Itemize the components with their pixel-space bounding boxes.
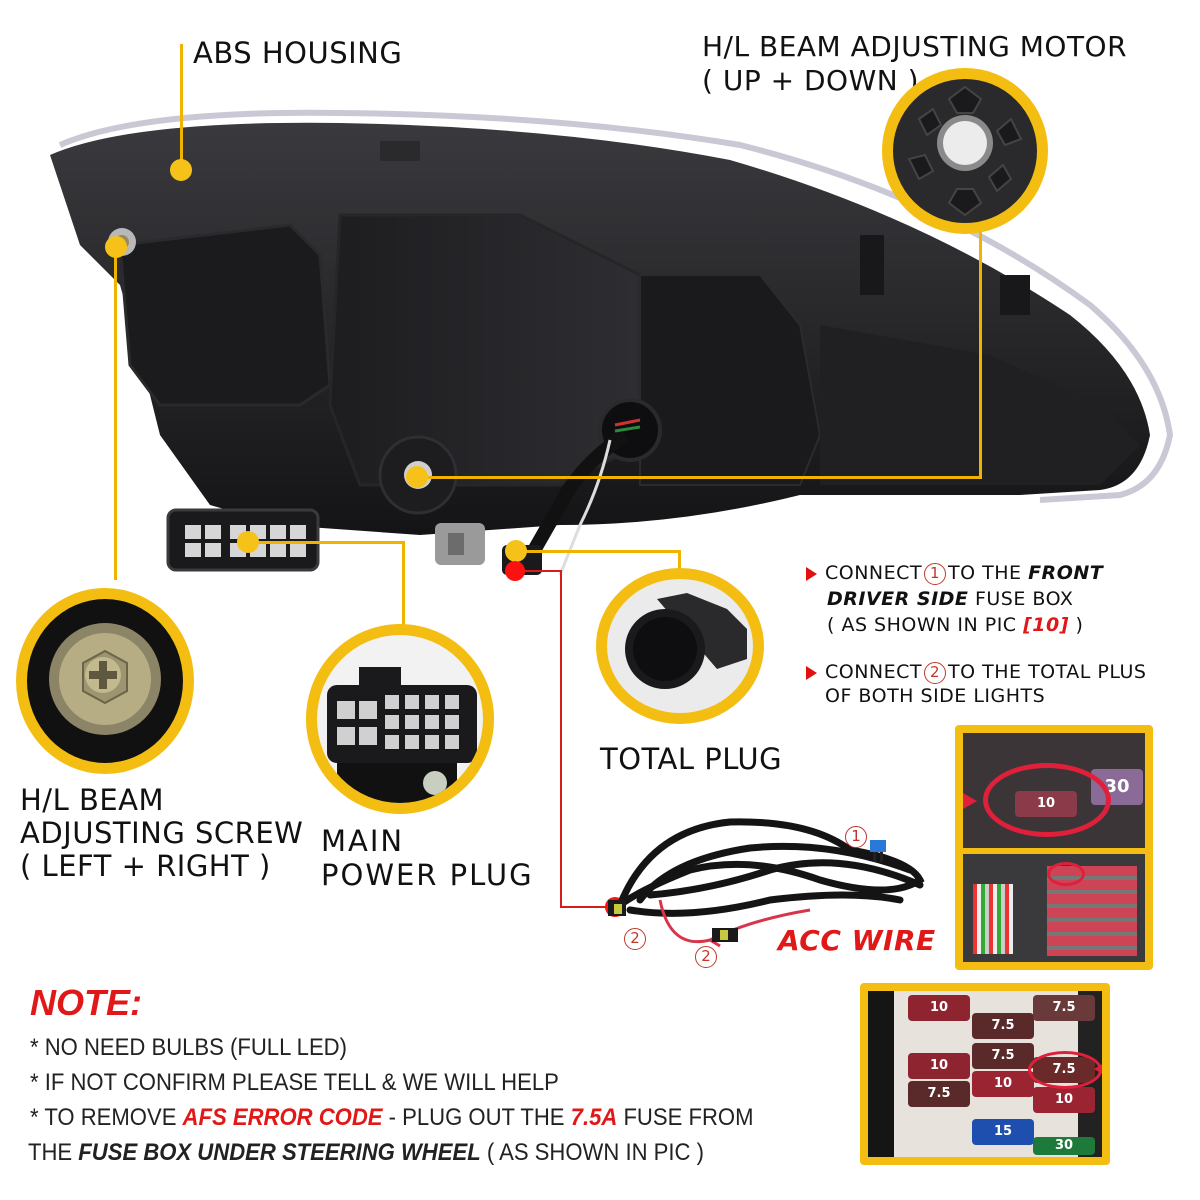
highlight-ellipse [983, 763, 1111, 837]
bullet-triangle-icon [806, 566, 817, 581]
motor-adjuster-dot [406, 466, 428, 488]
abs-housing-label: ABS HOUSING [193, 36, 403, 70]
acc-leader-h1 [520, 570, 562, 572]
main-plug-dot [237, 531, 259, 553]
headlight-illustration [40, 105, 1200, 579]
main-power-line1: MAIN [321, 824, 405, 858]
highlight-circle [1028, 1051, 1102, 1089]
total-plug-graphic [625, 593, 747, 689]
fuse-item: 10 [908, 995, 970, 1021]
screw-label-line3: ( LEFT + RIGHT ) [20, 849, 271, 883]
motor-detail-bubble [882, 68, 1048, 234]
note-section: NOTE: * NO NEED BULBS (FULL LED) * IF NO… [28, 982, 850, 1174]
total-plug-leader-v [678, 550, 681, 572]
motor-label: H/L BEAM ADJUSTING MOTOR ( UP + DOWN ) [702, 30, 1127, 97]
acc-leader-h2 [560, 906, 612, 908]
screw-label-line2: ADJUSTING SCREW [20, 816, 304, 850]
screw-detail-bubble [16, 588, 194, 774]
screw-label-line1: H/L BEAM [20, 783, 165, 817]
highlight-circle [1047, 862, 1085, 886]
motor-leader-horizontal [420, 476, 982, 479]
motor-label-line2: ( UP + DOWN ) [702, 63, 920, 97]
fuse-item: 10 [908, 1053, 970, 1079]
fuse-item: 7.5 [1033, 995, 1095, 1021]
marker-1-icon: 1 [924, 562, 947, 585]
fuse-photo-bottom: 10 7.5 7.5 7.5 10 7.5 7.5 10 10 15 30 [860, 983, 1110, 1165]
adjusting-screw-graphic [49, 623, 161, 735]
motor-label-line1: H/L BEAM ADJUSTING MOTOR [702, 30, 1128, 63]
acc-dot-top [505, 561, 525, 581]
note-line-4: THE FUSE BOX UNDER STEERING WHEEL ( AS S… [28, 1139, 704, 1166]
screw-dot [105, 236, 127, 258]
main-plug-leader-v [402, 541, 405, 629]
note-line-2: * IF NOT CONFIRM PLEASE TELL & WE WILL H… [30, 1069, 559, 1096]
fuse-box-overview [963, 854, 1145, 962]
wire-harness-graphic [608, 818, 925, 948]
harness-marker-2b: 2 [695, 946, 717, 968]
arrow-icon [963, 793, 977, 809]
total-plug-leader-h [520, 550, 680, 553]
harness-marker-2a: 2 [624, 928, 646, 950]
arrow-icon [1094, 1063, 1102, 1075]
fuse-item: 10 [972, 1071, 1034, 1097]
adjusting-motor-gear-graphic [907, 85, 1023, 217]
headlight-housing-graphic [50, 109, 1174, 579]
fuse-item: 30 [1033, 1137, 1095, 1155]
abs-housing-leader [180, 44, 183, 170]
main-plug-leader-h [248, 541, 404, 544]
total-plug-label: TOTAL PLUG [600, 742, 783, 776]
total-plug-detail-bubble [596, 568, 764, 724]
screw-leader [114, 250, 117, 580]
acc-wire-harness [590, 800, 940, 980]
fuse-item: 10 [1033, 1087, 1095, 1113]
marker-2-icon: 2 [924, 661, 947, 684]
total-plug-dot [505, 540, 527, 562]
fuse-item: 15 [972, 1119, 1034, 1145]
main-power-plug-graphic [327, 667, 477, 803]
note-line-3: * TO REMOVE AFS ERROR CODE - PLUG OUT TH… [30, 1104, 754, 1131]
bullet-triangle-icon [806, 665, 817, 680]
main-power-label: MAIN POWER PLUG [321, 824, 534, 892]
main-power-line2: POWER PLUG [321, 858, 534, 892]
abs-housing-dot [170, 159, 192, 181]
fuse-item: 7.5 [908, 1081, 970, 1107]
acc-leader-v [560, 570, 562, 908]
fuse-item: 7.5 [972, 1013, 1034, 1039]
fuse-closeup: 10 30 [963, 733, 1145, 848]
screw-label: H/L BEAM ADJUSTING SCREW ( LEFT + RIGHT … [20, 784, 303, 883]
fuse-photo-top: 10 30 [955, 725, 1153, 970]
harness-marker-1: 1 [845, 826, 867, 848]
fuse-item: 7.5 [972, 1043, 1034, 1069]
motor-leader-vertical [979, 225, 982, 477]
note-title: NOTE: [30, 982, 142, 1023]
acc-wire-label: ACC WIRE [778, 924, 936, 957]
main-plug-detail-bubble [306, 624, 494, 814]
note-line-1: * NO NEED BULBS (FULL LED) [30, 1034, 347, 1061]
